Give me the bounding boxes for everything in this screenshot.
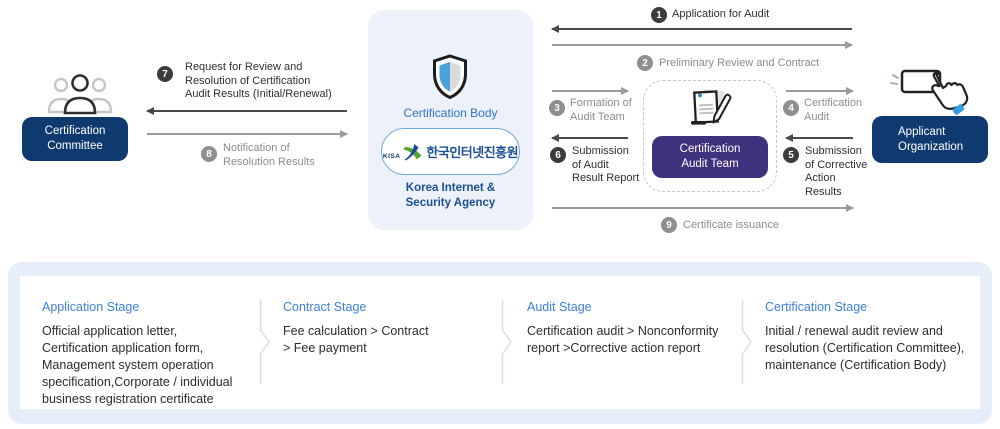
step-3-label: Formation of Audit Team xyxy=(570,97,632,123)
kisa-logo-pill: KISA 한국인터넷진흥원 xyxy=(381,128,520,175)
step-7-label: Request for Review and Resolution of Cer… xyxy=(185,61,332,100)
stages-panel-inner xyxy=(20,276,980,409)
step-5-label: Submission of Corrective Action Results xyxy=(805,145,868,198)
stage-contract: Contract Stage Fee calculation > Contrac… xyxy=(283,300,491,357)
arrow-step-8 xyxy=(147,129,348,138)
step-9-label: Certificate issuance xyxy=(683,219,779,231)
applicant-organization-box: Applicant Organization xyxy=(872,116,988,163)
stage-audit: Audit Stage Certification audit > Noncon… xyxy=(527,300,741,357)
kisa-korean-name: 한국인터넷진흥원 xyxy=(426,145,519,160)
step-9-circle: 9 xyxy=(661,217,677,233)
certification-audit-team-label: Certification Audit Team xyxy=(679,143,741,170)
stage-application-title: Application Stage xyxy=(42,300,140,314)
certification-committee-box: Certification Committee xyxy=(22,117,128,161)
stage-certification-body: Initial / renewal audit review and resol… xyxy=(765,324,965,372)
stage-divider-2 xyxy=(501,300,512,384)
audit-team-frame xyxy=(643,80,777,192)
step-2-circle: 2 xyxy=(637,55,653,71)
certification-audit-team-box: Certification Audit Team xyxy=(652,136,768,178)
arrow-step-3 xyxy=(552,86,629,95)
arrow-step-5 xyxy=(785,133,853,142)
certification-body-title: Certification Body xyxy=(403,106,498,120)
step-4-circle: 4 xyxy=(783,100,799,116)
step-6-label: Submission of Audit Result Report xyxy=(572,145,640,184)
kisa-wordmark: KISA xyxy=(382,153,401,160)
arrow-step-6 xyxy=(551,133,628,142)
stage-audit-body: Certification audit > Nonconformity repo… xyxy=(527,324,719,355)
step-6-circle: 6 xyxy=(550,147,566,163)
audit-report-icon xyxy=(691,89,732,125)
stage-certification-title: Certification Stage xyxy=(765,300,868,314)
applicant-organization-label: Applicant Organization xyxy=(898,125,964,153)
step-1-label: Application for Audit xyxy=(672,8,770,20)
certification-committee-label: Certification Committee xyxy=(44,125,106,152)
arrow-step-7 xyxy=(146,106,347,115)
stage-divider-1 xyxy=(259,300,270,384)
stage-certification: Certification Stage Initial / renewal au… xyxy=(765,300,975,374)
arrow-step-9 xyxy=(552,203,854,212)
step-7-circle: 7 xyxy=(157,66,173,82)
stage-contract-body: Fee calculation > Contract > Fee payment xyxy=(283,324,429,355)
stage-application-body: Official application letter, Certificati… xyxy=(42,324,233,406)
committee-people-icon xyxy=(47,74,113,115)
arrow-step-1 xyxy=(551,24,852,33)
arrow-step-4 xyxy=(786,86,854,95)
stage-application: Application Stage Official application l… xyxy=(42,300,258,408)
kisa-english-name: Korea Internet & Security Agency xyxy=(405,182,496,209)
step-2-label: Preliminary Review and Contract xyxy=(659,57,820,69)
arrow-step-2 xyxy=(552,40,853,49)
step-8-circle: 8 xyxy=(201,146,217,162)
applicant-click-icon xyxy=(890,69,969,115)
stage-divider-3 xyxy=(741,300,752,384)
certification-body-card xyxy=(368,10,533,230)
stage-contract-title: Contract Stage xyxy=(283,300,367,314)
step-3-circle: 3 xyxy=(549,100,565,116)
step-1-circle: 1 xyxy=(651,7,667,23)
step-4-label: Certification Audit xyxy=(804,97,863,123)
step-8-label: Notification of Resolution Results xyxy=(223,142,315,168)
shield-icon xyxy=(433,54,467,100)
step-5-circle: 5 xyxy=(783,147,799,163)
stage-audit-title: Audit Stage xyxy=(527,300,592,314)
kisa-logo-icon xyxy=(403,143,422,160)
